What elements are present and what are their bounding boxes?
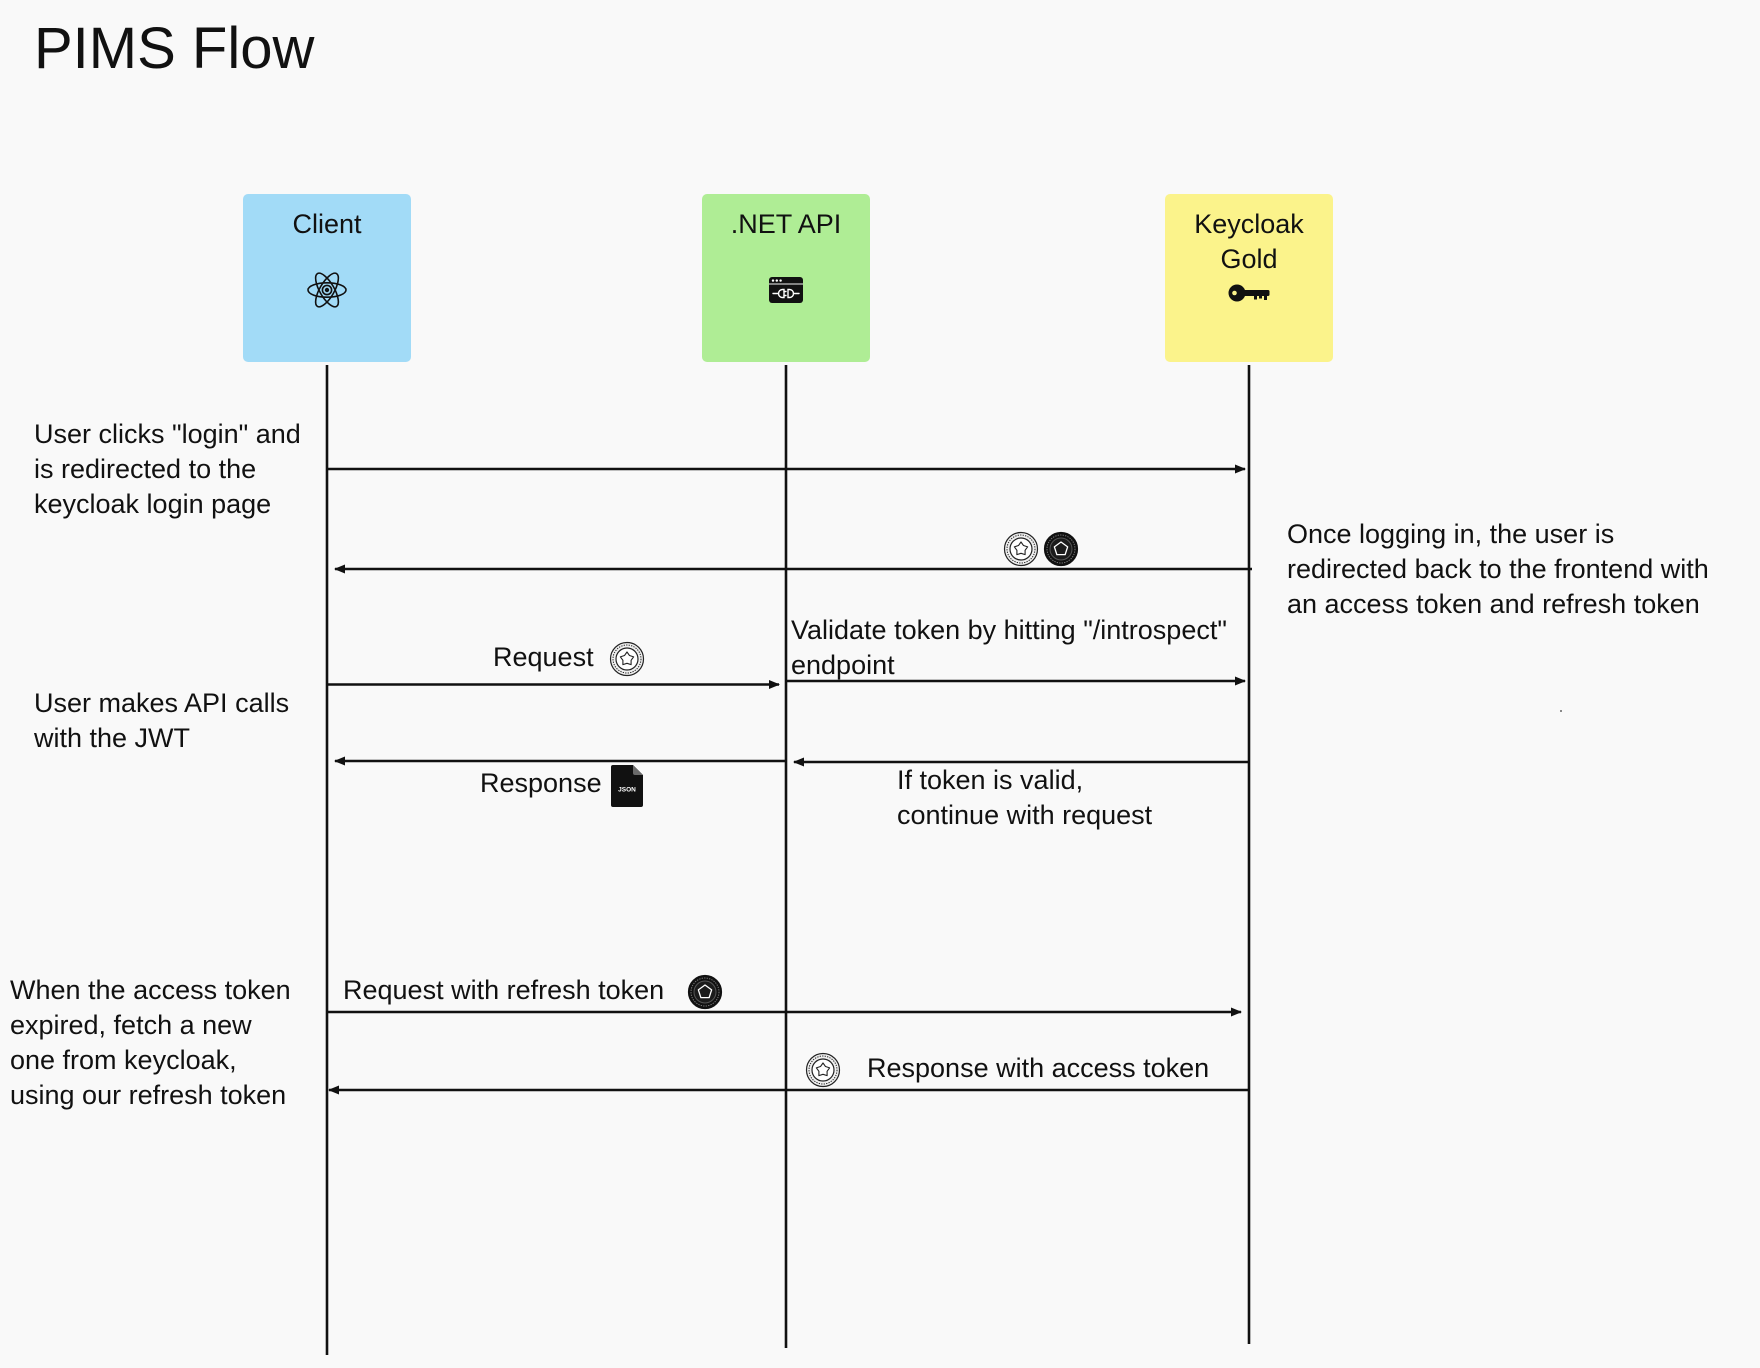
participant-keycloak: Keycloak Gold <box>1165 194 1333 362</box>
stray-dot <box>1560 710 1562 712</box>
participant-api: .NET API <box>702 194 870 362</box>
note-token-refresh: When the access token expired, fetch a n… <box>10 973 291 1113</box>
participant-label: Keycloak Gold <box>1194 209 1304 274</box>
lines-group <box>325 365 1252 1355</box>
note-line: User makes API calls <box>34 688 290 718</box>
note-line: redirected back to the frontend with <box>1287 554 1709 584</box>
note-line: an access token and refresh token <box>1287 589 1700 619</box>
participant-label: .NET API <box>730 209 842 239</box>
message-line: endpoint <box>791 650 895 680</box>
message-label-refresh-request: Request with refresh token <box>343 975 665 1005</box>
message-label-token-valid: If token is valid, continue with request <box>897 763 1152 833</box>
access-token-icon <box>609 641 645 677</box>
page-title: PIMS Flow <box>34 16 315 81</box>
refresh-token-icon <box>1043 531 1079 567</box>
access-token-icon <box>1003 531 1039 567</box>
note-line: with the JWT <box>34 723 191 753</box>
participant-client: Client <box>243 194 411 362</box>
note-api-calls: User makes API calls with the JWT <box>34 686 289 756</box>
note-line: User clicks "login" and <box>34 419 301 449</box>
json-label: JSON <box>618 787 636 794</box>
message-label-refresh-response: Response with access token <box>867 1053 1210 1083</box>
key-icon <box>1228 284 1270 302</box>
note-line: keycloak login page <box>34 489 272 519</box>
note-line: When the access token <box>10 975 291 1005</box>
note-redirect-back: Once logging in, the user is redirected … <box>1287 517 1709 622</box>
note-line: Once logging in, the user is <box>1287 519 1615 549</box>
api-window-icon <box>769 277 803 303</box>
access-token-icon <box>805 1052 841 1088</box>
note-line: using our refresh token <box>10 1080 287 1110</box>
note-line: one from keycloak, <box>10 1045 237 1075</box>
message-label-introspect: Validate token by hitting "/introspect" … <box>791 613 1227 683</box>
atom-icon <box>307 272 347 308</box>
participant-label: Client <box>292 209 362 239</box>
message-label-response: Response <box>480 768 602 798</box>
message-line: If token is valid, <box>897 765 1084 795</box>
refresh-token-icon <box>687 974 723 1010</box>
note-line: expired, fetch a new <box>10 1010 252 1040</box>
note-login: User clicks "login" and is redirected to… <box>34 417 301 522</box>
note-line: is redirected to the <box>34 454 257 484</box>
message-line: continue with request <box>897 800 1153 830</box>
message-label-request: Request <box>493 642 594 672</box>
message-line: Validate token by hitting "/introspect" <box>791 615 1227 645</box>
json-file-icon: JSON <box>611 765 643 807</box>
